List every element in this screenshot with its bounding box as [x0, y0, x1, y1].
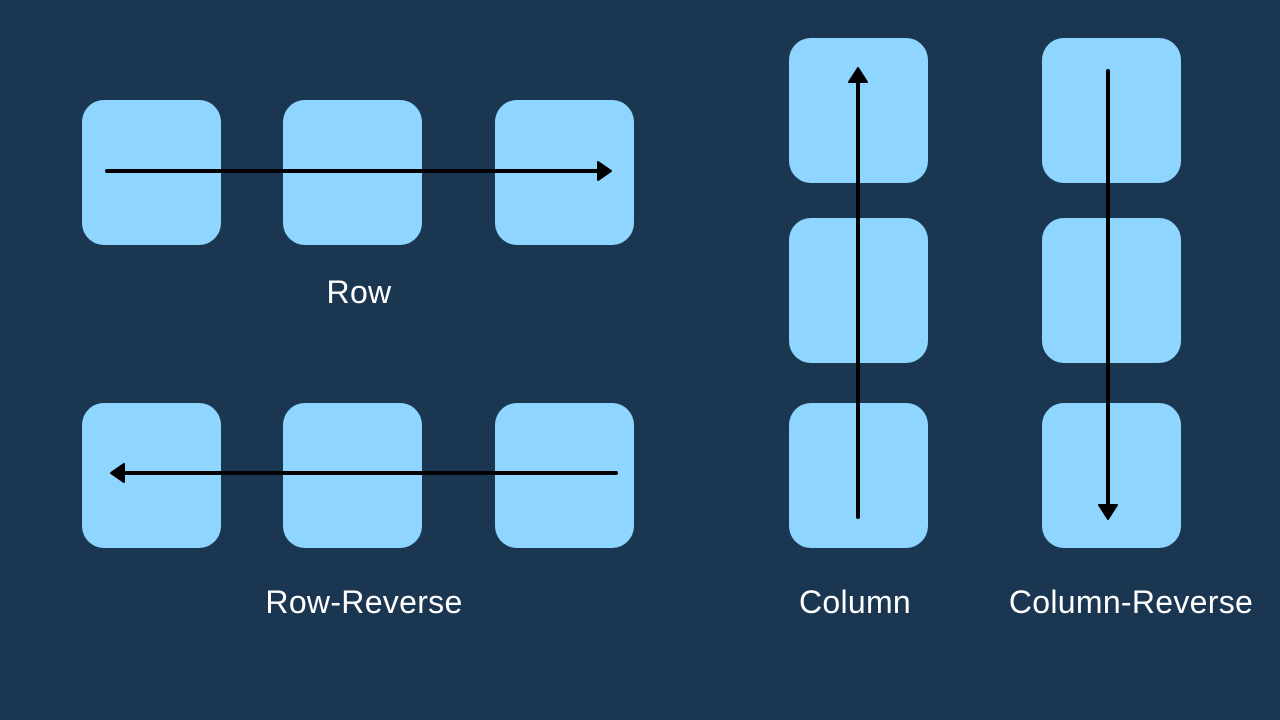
row-reverse-label: Row-Reverse — [265, 584, 463, 620]
row-box-3 — [495, 100, 634, 245]
row-box-2 — [283, 100, 422, 245]
column-reverse-box-1 — [1042, 38, 1181, 183]
column-reverse-box-3 — [1042, 403, 1181, 548]
row-label: Row — [326, 274, 392, 310]
column-box-2 — [789, 218, 928, 363]
column-reverse-label: Column-Reverse — [1008, 584, 1254, 620]
row-box-1 — [82, 100, 221, 245]
column-box-1 — [789, 38, 928, 183]
row-reverse-box-2 — [283, 403, 422, 548]
row-reverse-box-3 — [495, 403, 634, 548]
column-box-3 — [789, 403, 928, 548]
column-reverse-box-2 — [1042, 218, 1181, 363]
row-reverse-box-1 — [82, 403, 221, 548]
column-label: Column — [798, 584, 912, 620]
